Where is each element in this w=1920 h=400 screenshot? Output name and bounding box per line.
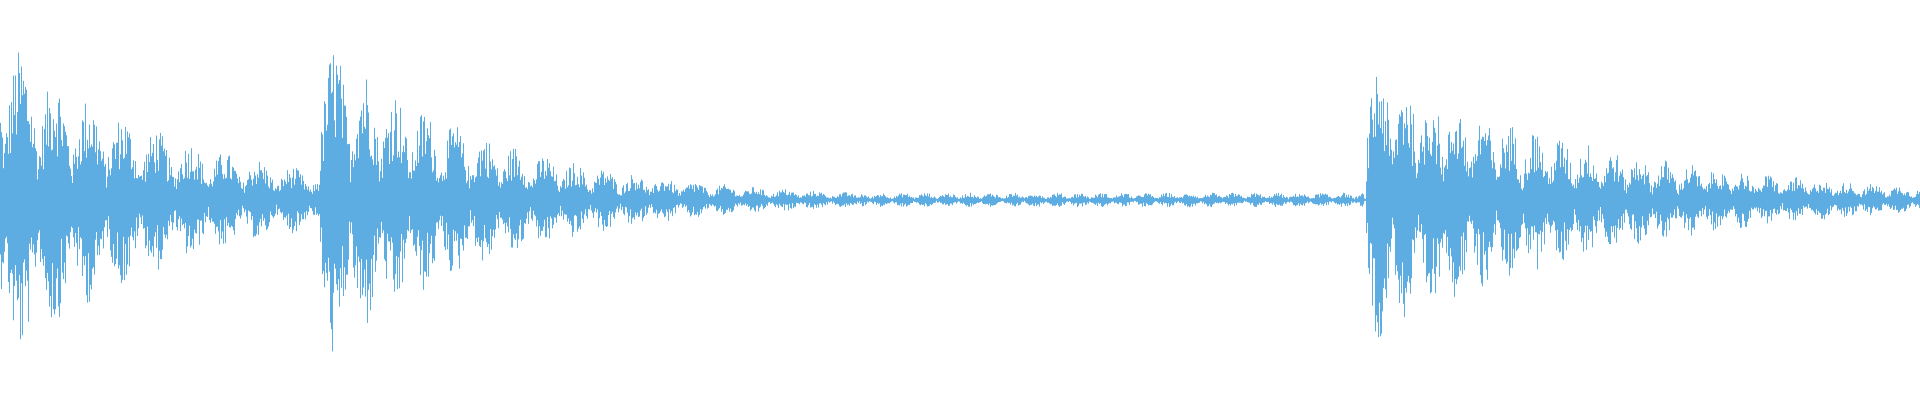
waveform-path — [0, 52, 1920, 352]
